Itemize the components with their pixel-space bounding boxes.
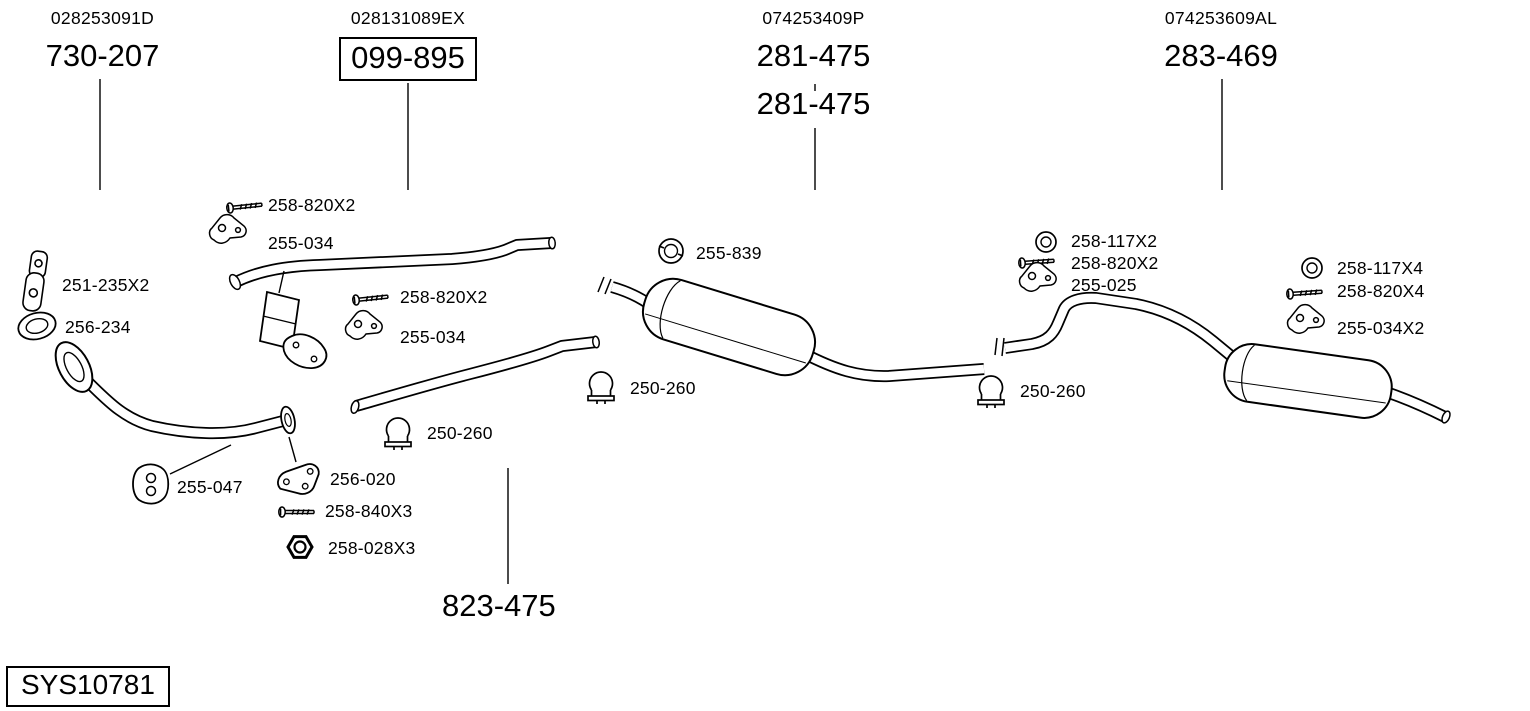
callout-258-820x2-2: 258-820X2 (400, 287, 488, 307)
callout-256-234: 256-234 (65, 317, 131, 337)
hanger-bracket-icon (208, 213, 247, 244)
bolt-icon (1285, 286, 1324, 300)
callout-258-820x4: 258-820X4 (1337, 281, 1425, 301)
part-number-boxed: 099-895 (339, 37, 477, 81)
pipe-clamp-icon (977, 375, 1005, 409)
gasket-ring-icon (1035, 231, 1057, 253)
rubber-hanger-icon (132, 463, 170, 505)
front-pipe-end-flange (280, 405, 296, 435)
pipes-bore (83, 238, 1447, 438)
bolt-icon (225, 198, 264, 215)
system-code-box: SYS10781 (6, 666, 170, 707)
callout-256-020: 256-020 (330, 469, 396, 489)
oem-number: 074253609AL (1164, 8, 1278, 28)
assembly-header-4: 074253609AL 283-469 (1136, 8, 1306, 75)
mounting-bracket-icon (22, 250, 49, 312)
rear-muffler (1223, 343, 1393, 419)
pipe-clamp-icon (384, 417, 412, 451)
callout-258-820x2-3: 258-820X2 (1071, 253, 1159, 273)
gasket-ring-icon (17, 311, 57, 341)
pipe-clamp-icon (587, 371, 615, 405)
part-number: 281-475 (756, 38, 871, 73)
callout-255-839: 255-839 (696, 243, 762, 263)
assembly-header-2: 028131089EX 099-895 (325, 8, 491, 81)
pipe-end-details (228, 236, 1451, 424)
callout-255-034-2: 255-034 (400, 327, 466, 347)
part-number: 730-207 (45, 38, 160, 73)
flange-gasket-icon (277, 463, 320, 495)
assembly-header-3: 074253409P 281-475 281-475 (731, 8, 896, 123)
oem-number: 074253409P (762, 8, 865, 28)
callout-258-028x3: 258-028X3 (328, 538, 416, 558)
nut-icon (286, 535, 314, 559)
callout-258-820x2-1: 258-820X2 (268, 195, 356, 215)
gasket-ring-icon (1301, 257, 1323, 279)
callout-255-047: 255-047 (177, 477, 243, 497)
hanger-bracket-icon (344, 309, 383, 340)
ring-clamp-icon (658, 238, 684, 264)
bolt-icon (351, 290, 390, 307)
callout-251-235x2: 251-235X2 (62, 275, 150, 295)
center-muffler (641, 277, 817, 377)
oem-number: 028253091D (50, 8, 155, 28)
flange-bracket (258, 270, 328, 369)
callout-255-025: 255-025 (1071, 275, 1137, 295)
hanger-bracket-icon (1286, 303, 1325, 334)
part-number-2: 281-475 (756, 86, 871, 121)
assembly-header-1: 028253091D 730-207 (20, 8, 185, 75)
callout-250-260-2: 250-260 (1020, 381, 1086, 401)
oem-number: 028131089EX (350, 8, 466, 28)
callout-258-840x3: 258-840X3 (325, 501, 413, 521)
bolt-icon (278, 506, 315, 518)
part-number-823-475: 823-475 (442, 588, 556, 623)
callout-255-034-1: 255-034 (268, 233, 334, 253)
front-flange (54, 341, 94, 393)
leader-lines (99, 79, 1223, 584)
part-number: 283-469 (1164, 38, 1278, 73)
callout-250-260-3: 250-260 (427, 423, 493, 443)
callout-250-260-1: 250-260 (630, 378, 696, 398)
callout-258-117x2: 258-117X2 (1071, 231, 1158, 251)
callout-255-034x2: 255-034X2 (1337, 318, 1425, 338)
callout-258-117x4: 258-117X4 (1337, 258, 1424, 278)
